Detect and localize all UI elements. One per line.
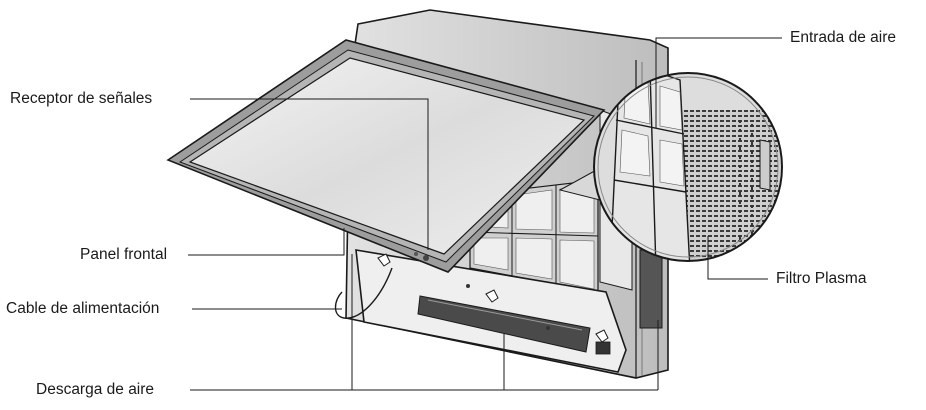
label-plasma-filter: Filtro Plasma	[776, 270, 867, 287]
discharge-area	[355, 249, 627, 373]
leader-plasma-filter	[707, 236, 768, 280]
power-cable-drawing	[334, 267, 393, 319]
leader-front-panel	[188, 228, 345, 256]
front-panel-drawing	[166, 39, 606, 273]
filter-magnifier	[558, 72, 783, 262]
label-signal-receiver: Receptor de señales	[10, 90, 153, 107]
label-front-panel: Panel frontal	[80, 246, 168, 263]
leader-air-discharge	[190, 254, 659, 391]
leader-air-inlet	[655, 37, 782, 128]
leader-signal-receiver	[190, 98, 429, 250]
label-air-discharge: Descarga de aire	[36, 381, 155, 398]
label-power-cable: Cable de alimentación	[6, 300, 160, 317]
leader-lines	[188, 37, 782, 391]
label-air-inlet: Entrada de aire	[790, 29, 896, 46]
